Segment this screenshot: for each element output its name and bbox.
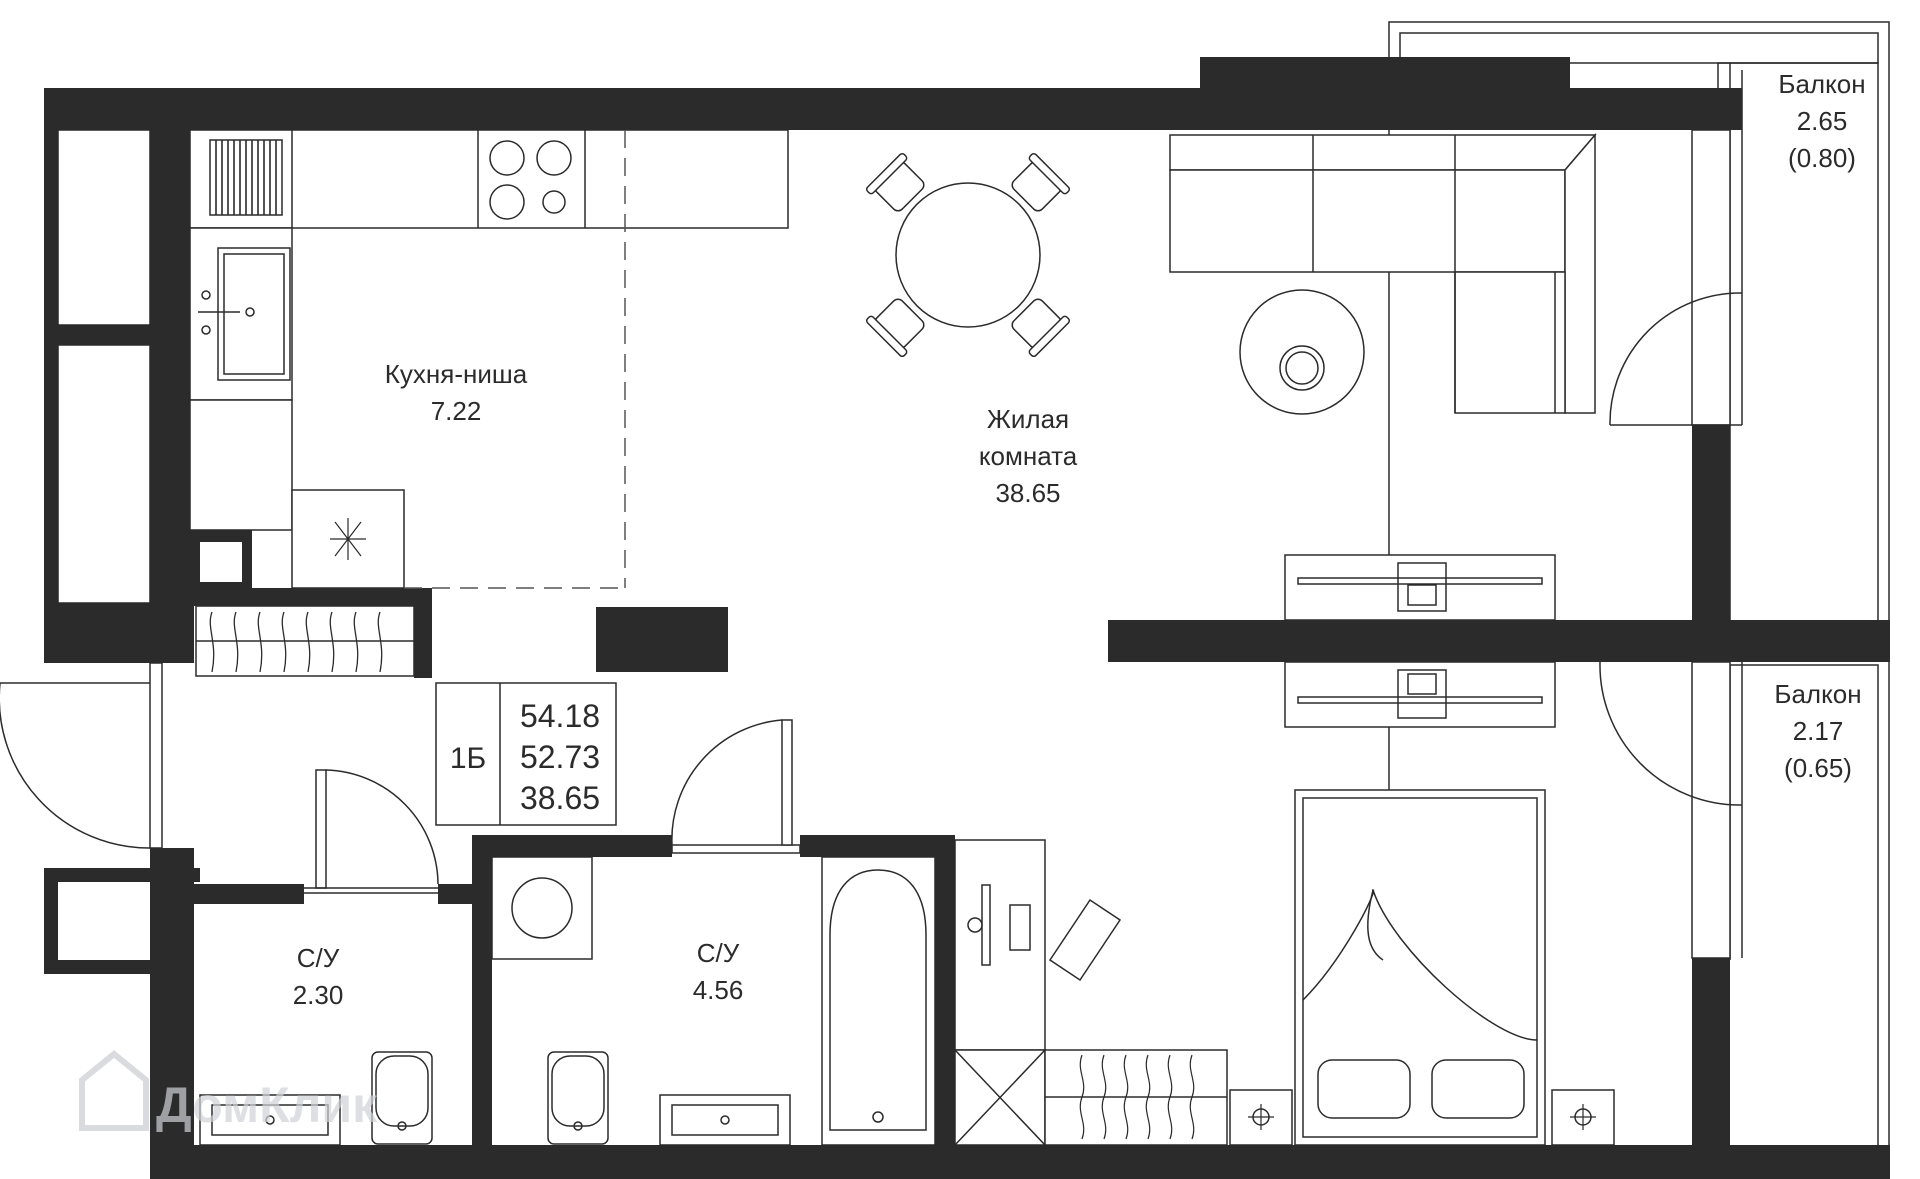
watermark: ДомКлик xyxy=(79,1050,378,1133)
entrance-door xyxy=(0,662,163,849)
living-area-summary: 38.65 xyxy=(520,780,600,816)
toilet-icon xyxy=(371,1051,433,1145)
stove-icon xyxy=(489,140,572,220)
bath-large-area: 4.56 xyxy=(693,975,744,1005)
house-icon xyxy=(79,1050,149,1131)
desk xyxy=(954,839,1228,1146)
room-labels: Кухня-ниша 7.22 Жилая комната 38.65 С/У … xyxy=(293,69,1866,1010)
balcony-top-name: Балкон xyxy=(1778,69,1865,99)
radiator-icon xyxy=(209,139,283,216)
kitchen-furniture xyxy=(189,129,789,677)
fridge-icon xyxy=(291,489,405,589)
sofa xyxy=(1169,132,1597,414)
kitchen-area: 7.22 xyxy=(431,396,482,426)
dining-table xyxy=(865,152,1071,358)
total-area: 54.18 xyxy=(520,698,600,734)
balcony-bottom-coef: (0.65) xyxy=(1784,753,1852,783)
bath-small-name: С/У xyxy=(297,943,340,973)
reduced-area: 52.73 xyxy=(520,739,600,775)
coffee-table xyxy=(1239,289,1365,415)
bath-large-name: С/У xyxy=(697,938,740,968)
bed xyxy=(1294,789,1546,1146)
living-area: 38.65 xyxy=(995,478,1060,508)
washbasin-icon xyxy=(199,1094,341,1146)
sink-icon xyxy=(198,247,291,381)
wardrobe-hangers xyxy=(195,605,415,677)
apartment-type: 1Б xyxy=(450,742,486,775)
bathroom-large-fixtures xyxy=(491,719,936,1146)
kitchen-name: Кухня-ниша xyxy=(385,359,528,389)
bathroom-small-fixtures xyxy=(199,769,439,1146)
balcony-top-coef: (0.80) xyxy=(1788,143,1856,173)
washing-machine-icon xyxy=(491,856,593,960)
living-name-line2: комната xyxy=(979,441,1078,471)
left-closets xyxy=(57,129,151,604)
bathtub-icon xyxy=(821,856,936,1146)
tv-units xyxy=(1284,554,1556,728)
balcony-top-area: 2.65 xyxy=(1797,106,1848,136)
bath-small-area: 2.30 xyxy=(293,980,344,1010)
nightstands xyxy=(1229,1089,1615,1146)
watermark-text: ДомКлик xyxy=(156,1077,378,1133)
balcony-doors xyxy=(1599,70,1743,959)
toilet-icon-2 xyxy=(547,1051,609,1145)
summary-box xyxy=(435,682,617,826)
walls xyxy=(44,57,1890,1179)
balcony-bottom-name: Балкон xyxy=(1774,679,1861,709)
washbasin-icon-2 xyxy=(659,1094,791,1146)
living-name-line1: Жилая xyxy=(987,404,1069,434)
balcony-bottom-area: 2.17 xyxy=(1793,716,1844,746)
